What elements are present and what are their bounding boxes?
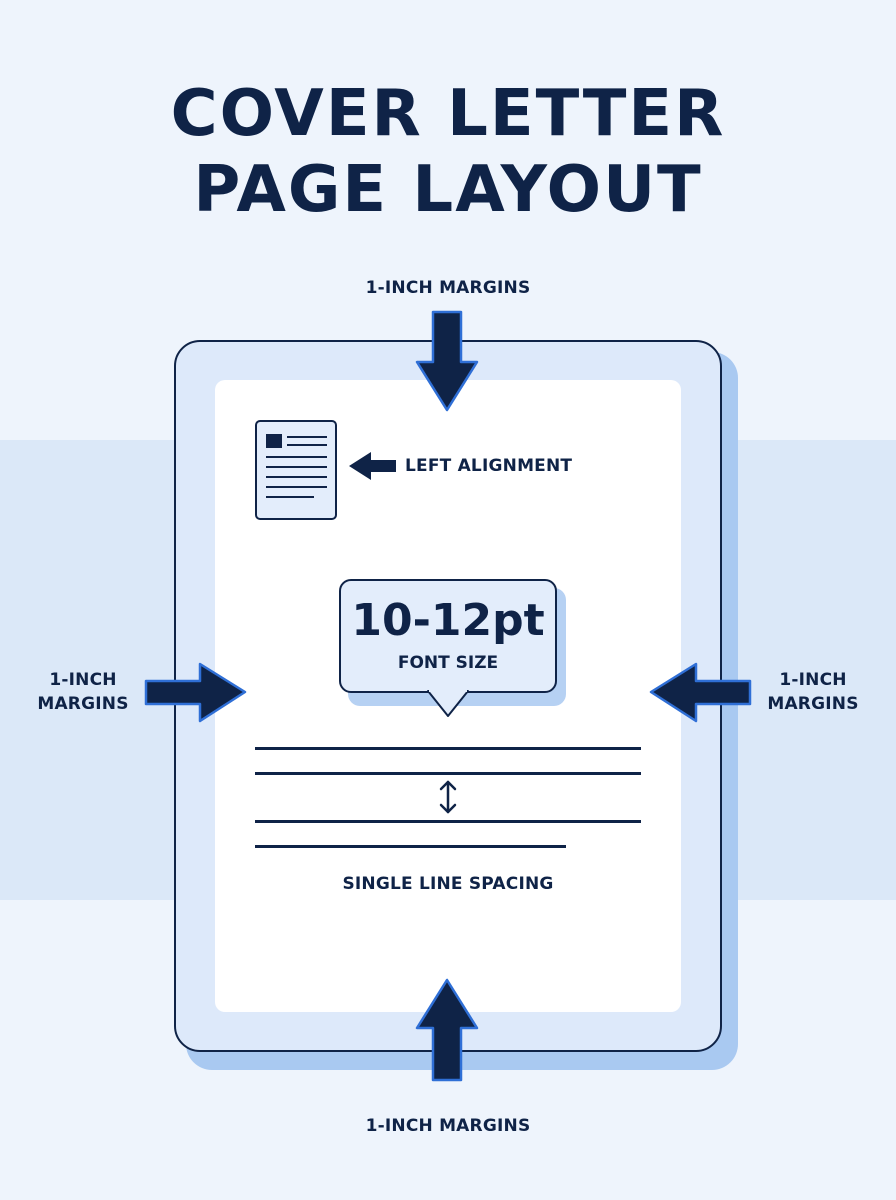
right-margin-label: 1-INCH MARGINS (730, 668, 896, 716)
title-line-2: PAGE LAYOUT (193, 153, 703, 227)
document-icon-block (266, 434, 282, 448)
top-margin-label: 1-INCH MARGINS (365, 278, 531, 298)
font-size-caption: FONT SIZE (397, 653, 499, 673)
document-icon-line (266, 476, 327, 478)
document-icon-line (287, 436, 327, 438)
left-alignment-label: LEFT ALIGNMENT (405, 456, 573, 476)
text-line (255, 845, 566, 848)
arrow-up-icon (415, 978, 479, 1082)
document-icon (255, 420, 337, 520)
line-spacing-label: SINGLE LINE SPACING (342, 874, 554, 894)
document-icon-line (266, 496, 314, 498)
font-size-value: 10-12pt (351, 595, 545, 646)
arrow-left-icon (649, 662, 752, 723)
document-icon-line (266, 456, 327, 458)
arrow-down-icon (415, 310, 479, 412)
document-icon-line (287, 444, 327, 446)
text-line (255, 820, 641, 823)
right-margin-label-line-2: MARGINS (767, 694, 859, 714)
title-line-1: COVER LETTER (170, 77, 726, 151)
text-line (255, 772, 641, 775)
left-margin-label-line-1: 1-INCH (49, 670, 117, 690)
text-line (255, 747, 641, 750)
bottom-margin-label: 1-INCH MARGINS (365, 1116, 531, 1136)
arrow-left-small-icon (349, 452, 396, 480)
document-icon-line (266, 466, 327, 468)
left-margin-label-line-2: MARGINS (37, 694, 129, 714)
callout-tail (427, 689, 469, 717)
double-arrow-icon (439, 780, 457, 814)
arrow-right-icon (144, 662, 247, 723)
document-icon-line (266, 486, 327, 488)
left-margin-label: 1-INCH MARGINS (0, 668, 166, 716)
right-margin-label-line-1: 1-INCH (779, 670, 847, 690)
